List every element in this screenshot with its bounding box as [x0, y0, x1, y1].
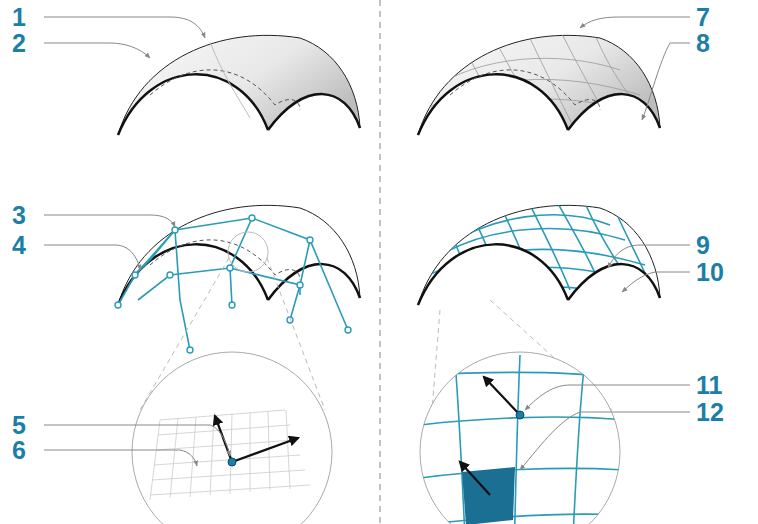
callout-number: 2 — [12, 31, 26, 56]
callout-number: 5 — [12, 413, 26, 438]
callout-number: 6 — [12, 438, 26, 463]
callout-number: 1 — [12, 5, 26, 30]
callout-number: 4 — [12, 233, 26, 258]
callout-number: 3 — [12, 203, 26, 228]
callout-number: 11 — [696, 373, 722, 398]
callout-number: 8 — [696, 31, 710, 56]
callout-number: 12 — [696, 400, 724, 425]
callout-number: 10 — [696, 260, 724, 285]
callout-number: 9 — [696, 233, 710, 258]
callout-number: 7 — [696, 5, 710, 30]
